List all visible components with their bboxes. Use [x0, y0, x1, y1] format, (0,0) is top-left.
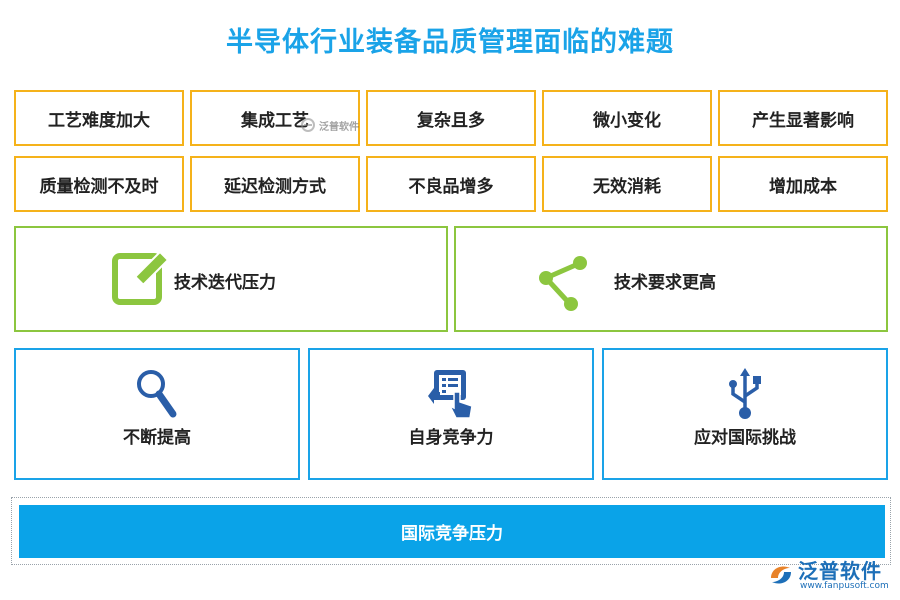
issue-label: 集成工艺: [241, 110, 309, 131]
issue-label: 无效消耗: [593, 176, 661, 197]
issue-label: 增加成本: [769, 176, 837, 197]
bottom-bar: 国际竞争压力: [19, 505, 885, 558]
challenge-label: 自身竞争力: [408, 428, 494, 448]
bottom-label: 国际竞争压力: [401, 524, 503, 544]
watermark-brand-text: 泛普软件: [798, 559, 882, 583]
issue-box: 延迟检测方式: [190, 156, 360, 212]
pressure-label: 技术迭代压力: [174, 273, 276, 293]
challenge-box: 不断提高: [14, 348, 300, 480]
issue-box: 无效消耗: [542, 156, 712, 212]
issue-box: 集成工艺: [190, 90, 360, 146]
issue-label: 微小变化: [593, 110, 661, 131]
issue-box: 工艺难度加大: [14, 90, 184, 146]
pressure-box: 技术要求更高: [454, 226, 888, 332]
issue-label: 复杂且多: [417, 110, 485, 131]
issue-box: 微小变化: [542, 90, 712, 146]
pressure-label: 技术要求更高: [614, 273, 716, 293]
issue-box: 增加成本: [718, 156, 888, 212]
watermark-url: www.fanpusoft.com: [800, 581, 889, 591]
issue-label: 不良品增多: [408, 176, 494, 197]
issue-box: 产生显著影响: [718, 90, 888, 146]
watermark-small-text: 泛普软件: [319, 121, 359, 133]
edit-icon: [112, 250, 170, 305]
page-title: 半导体行业装备品质管理面临的难题: [226, 27, 674, 58]
challenge-label: 不断提高: [123, 428, 191, 448]
fanpu-logo-icon: [301, 118, 315, 132]
bottom-frame: [11, 497, 891, 565]
pressure-box: 技术迭代压力: [14, 226, 448, 332]
issue-label: 延迟检测方式: [224, 176, 326, 197]
issue-label: 工艺难度加大: [48, 110, 150, 131]
challenge-box: 自身竞争力: [308, 348, 594, 480]
challenge-label: 应对国际挑战: [694, 428, 796, 448]
issue-box: 复杂且多: [366, 90, 536, 146]
issue-box: 质量检测不及时: [14, 156, 184, 212]
touch-tablet-icon: [428, 370, 473, 419]
fanpu-logo-icon: [771, 566, 791, 584]
watermark-small: 泛普软件: [300, 113, 360, 137]
challenge-box: 应对国际挑战: [602, 348, 888, 480]
issue-box: 不良品增多: [366, 156, 536, 212]
issue-label: 质量检测不及时: [39, 176, 159, 197]
issue-label: 产生显著影响: [752, 110, 854, 131]
usb-icon: [729, 368, 761, 419]
share-icon: [539, 256, 587, 311]
watermark-brand: 泛普软件 www.fanpusoft.com: [768, 554, 894, 596]
magnifier-icon: [137, 370, 177, 418]
